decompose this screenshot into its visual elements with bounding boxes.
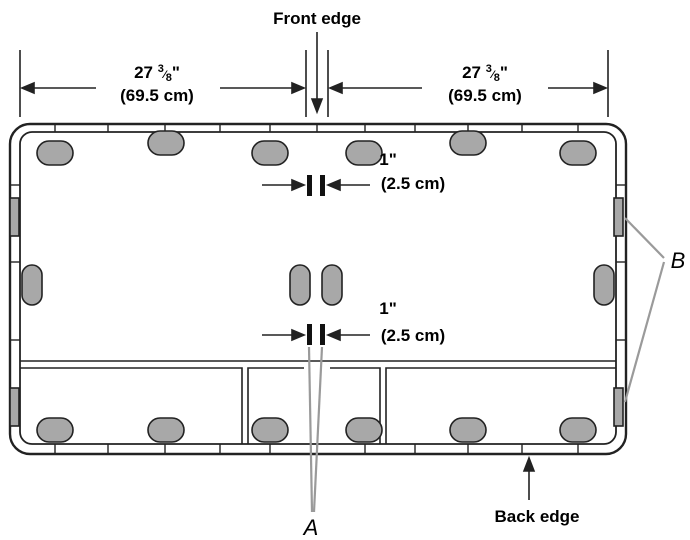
center-markers bbox=[307, 175, 325, 345]
callout-b-leaders bbox=[623, 217, 666, 403]
rim-ticks bbox=[10, 124, 626, 454]
marker-bottom-right bbox=[320, 324, 325, 345]
foot-pad bbox=[321, 264, 343, 306]
foot-pad bbox=[559, 417, 597, 443]
gap-top-inch-label: 1" bbox=[379, 150, 397, 169]
foot-pad bbox=[289, 264, 311, 306]
feet-bottom-row bbox=[36, 417, 597, 443]
right-width-dimension bbox=[327, 81, 609, 95]
marker-top-right bbox=[320, 175, 325, 196]
dimension-extension-lines bbox=[19, 50, 609, 117]
front-edge-arrow bbox=[310, 32, 324, 115]
back-edge-label: Back edge bbox=[494, 507, 579, 526]
side-clips bbox=[9, 197, 624, 427]
foot-pad bbox=[36, 140, 74, 166]
gap-arrows bbox=[262, 178, 370, 342]
clip-left-top bbox=[9, 197, 20, 237]
foot-pad bbox=[147, 130, 185, 156]
clip-right-bottom bbox=[613, 387, 624, 427]
clip-right-top bbox=[613, 197, 624, 237]
gap-bottom-inch-label: 1" bbox=[379, 299, 397, 318]
clip-left-bottom bbox=[9, 387, 20, 427]
feet-middle-row bbox=[21, 264, 615, 306]
foot-pad bbox=[251, 417, 289, 443]
foot-pad bbox=[345, 417, 383, 443]
foot-pad bbox=[559, 140, 597, 166]
foot-pad bbox=[21, 264, 43, 306]
right-width-cm-label: (69.5 cm) bbox=[448, 86, 522, 105]
foot-pad bbox=[147, 417, 185, 443]
callout-a-leaders bbox=[307, 346, 324, 513]
foot-pad bbox=[36, 417, 74, 443]
marker-bottom-left bbox=[307, 324, 312, 345]
feet-top-row bbox=[36, 130, 597, 166]
foot-pad bbox=[251, 140, 289, 166]
marker-top-left bbox=[307, 175, 312, 196]
foot-pad bbox=[593, 264, 615, 306]
front-edge-label: Front edge bbox=[273, 9, 361, 28]
callout-a-label: A bbox=[302, 515, 319, 540]
back-edge-arrow bbox=[522, 455, 536, 500]
bottom-compartments bbox=[20, 360, 616, 444]
gap-bottom-cm-label: (2.5 cm) bbox=[381, 326, 445, 345]
right-width-inch-label: 27 3⁄8" bbox=[462, 63, 508, 84]
left-width-cm-label: (69.5 cm) bbox=[120, 86, 194, 105]
left-width-inch-label: 27 3⁄8" bbox=[134, 63, 180, 84]
shelf-outline bbox=[8, 122, 628, 456]
foot-pad bbox=[449, 417, 487, 443]
left-width-dimension bbox=[19, 81, 307, 95]
gap-top-cm-label: (2.5 cm) bbox=[381, 174, 445, 193]
callout-b-label: B bbox=[671, 248, 686, 273]
foot-pad bbox=[345, 140, 383, 166]
foot-pad bbox=[449, 130, 487, 156]
